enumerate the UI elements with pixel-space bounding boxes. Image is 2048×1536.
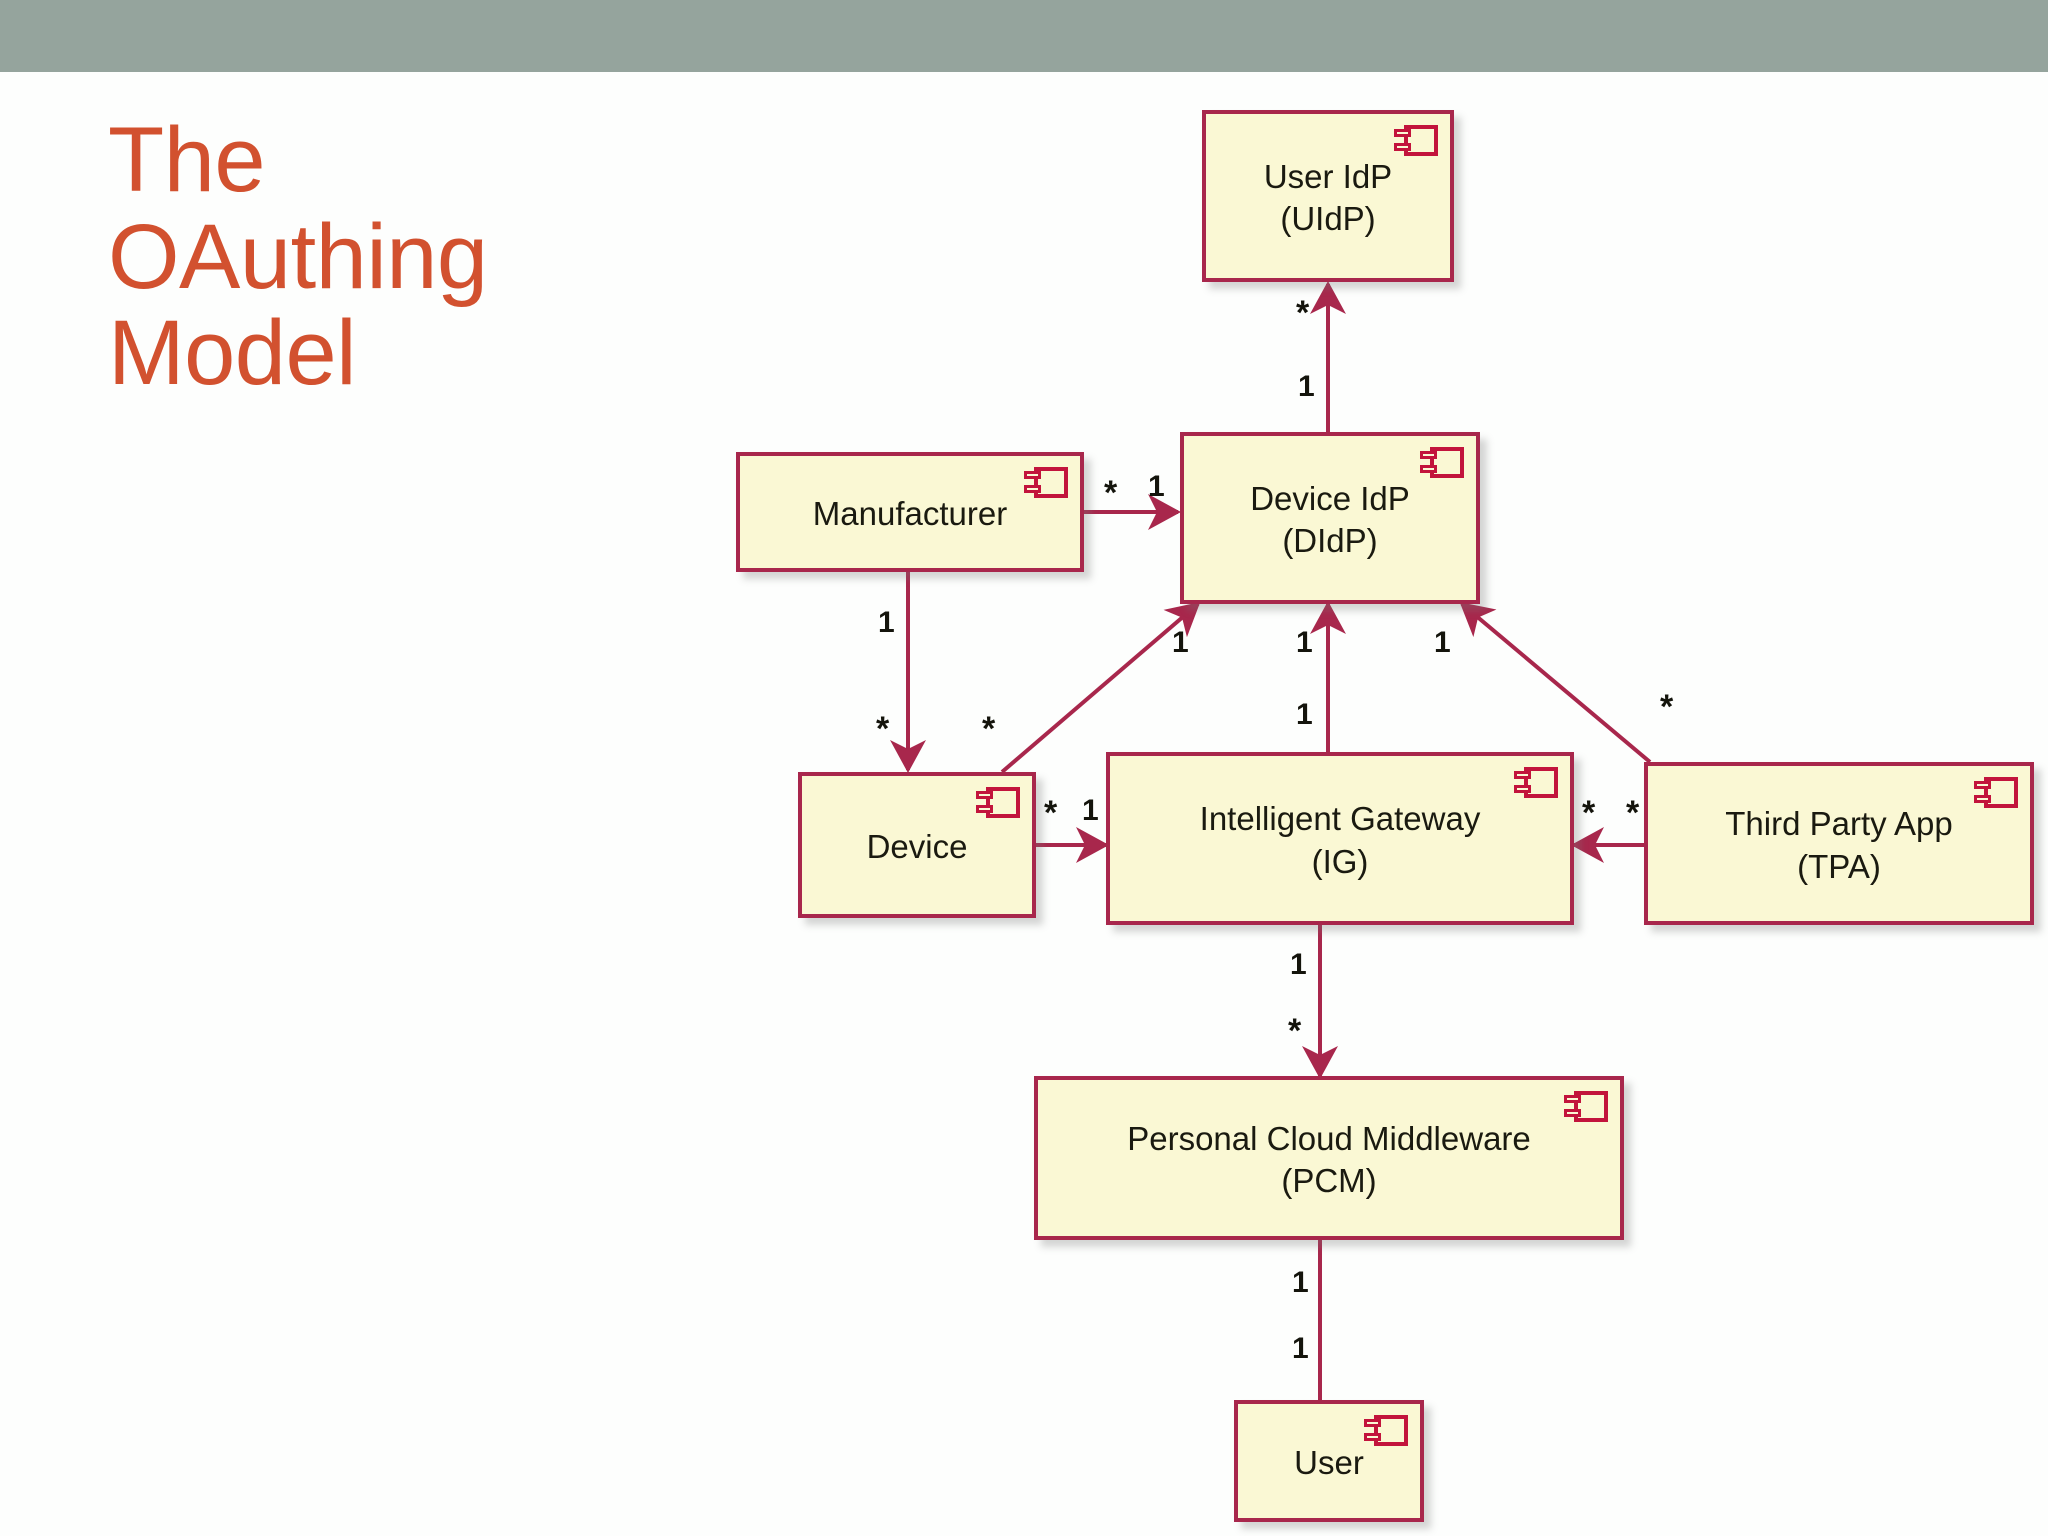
component-label: Manufacturer [812,494,1008,532]
multiplicity-didp-uidp-target: * [1296,294,1310,332]
component-third-party-app[interactable]: Third Party App (TPA) [1644,762,2034,925]
multiplicity-manufacturer-device-source: 1 [878,606,895,639]
connector-device-didp [1000,602,1201,774]
multiplicity-manufacturer-didp-source: * [1104,474,1118,512]
multiplicity-device-didp-target: 1 [1172,626,1189,659]
multiplicity-tpa-ig-target: * [1582,794,1596,832]
multiplicity-ig-pcm-target: * [1288,1012,1302,1050]
multiplicity-pcm-user-source: 1 [1292,1266,1309,1299]
uml-component-icon [1514,767,1558,798]
component-device-idp[interactable]: Device IdP (DIdP) [1180,432,1480,604]
multiplicity-device-ig-source: * [1044,794,1058,832]
slide-top-bar [0,0,2048,72]
multiplicity-device-ig-target: 1 [1082,794,1099,827]
page-title: The OAuthing Model [108,109,488,405]
connector-tpa-didp [1459,602,1652,764]
multiplicity-ig-pcm-source: 1 [1290,948,1307,981]
multiplicity-tpa-didp-source: * [1660,688,1674,726]
component-user[interactable]: User [1234,1400,1424,1522]
multiplicity-ig-didp-target: 1 [1296,626,1313,659]
uml-component-icon [1024,467,1068,498]
multiplicity-didp-uidp-source: 1 [1298,370,1315,403]
uml-component-icon [1394,125,1438,156]
component-label: User [1294,1443,1364,1481]
component-label: Device IdP (DIdP) [1250,479,1410,559]
uml-component-icon [1974,777,2018,808]
component-label: User IdP (UIdP) [1263,157,1393,237]
component-label: Device [866,827,968,865]
component-label: Third Party App (TPA) [1725,805,1953,885]
component-personal-cloud-middleware[interactable]: Personal Cloud Middleware (PCM) [1034,1076,1624,1240]
uml-component-icon [1420,447,1464,478]
multiplicity-pcm-user-target: 1 [1292,1332,1309,1365]
component-user-idp[interactable]: User IdP (UIdP) [1202,110,1454,282]
uml-component-icon [1364,1415,1408,1446]
component-intelligent-gateway[interactable]: Intelligent Gateway (IG) [1106,752,1574,925]
component-label: Personal Cloud Middleware (PCM) [1127,1119,1531,1199]
component-manufacturer[interactable]: Manufacturer [736,452,1084,572]
multiplicity-ig-didp-source: 1 [1296,698,1313,731]
component-device[interactable]: Device [798,772,1036,918]
multiplicity-manufacturer-device-target: * [876,710,890,748]
uml-component-icon [1564,1091,1608,1122]
multiplicity-manufacturer-didp-target: 1 [1148,470,1165,503]
component-label: Intelligent Gateway (IG) [1199,800,1481,880]
uml-component-icon [976,787,1020,818]
multiplicity-device-didp-source: * [982,710,996,748]
multiplicity-tpa-ig-source: * [1626,794,1640,832]
multiplicity-tpa-didp-target: 1 [1434,626,1451,659]
